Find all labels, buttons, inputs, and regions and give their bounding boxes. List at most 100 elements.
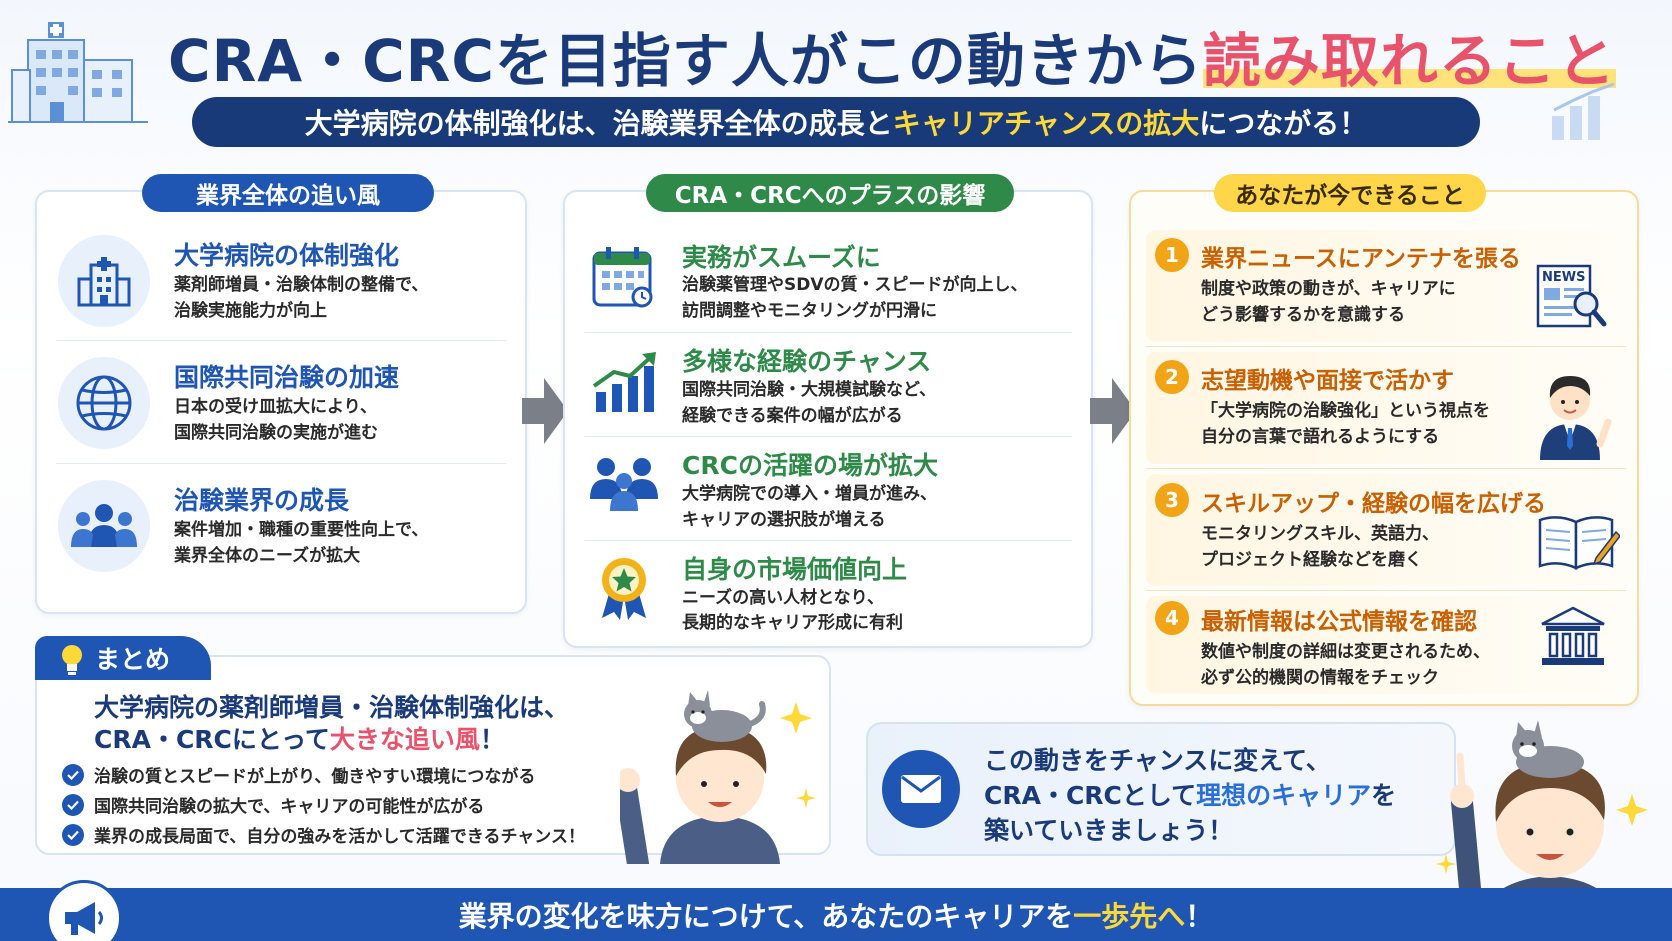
check-icon bbox=[62, 793, 84, 816]
col3-item-title: 業界ニュースにアンテナを張る bbox=[1201, 246, 1521, 272]
title-main: CRA・CRCを目指す人がこの動きから bbox=[168, 27, 1203, 95]
summary-check-item: 治験の質とスピードが上がり、働きやすい環境につながる bbox=[62, 762, 535, 787]
col1-item-text: 治験実施能力が向上 bbox=[174, 301, 327, 321]
check-icon bbox=[62, 823, 84, 846]
cta-line-3: 築いていきましょう！ bbox=[984, 816, 1234, 845]
hospital-icon bbox=[77, 257, 131, 307]
summary-check-text: 業界の成長局面で、自分の強みを活かして活躍できるチャンス！ bbox=[94, 827, 585, 847]
action-heading: あなたが今できること bbox=[1214, 174, 1486, 212]
mail-icon-circle bbox=[882, 750, 960, 828]
summary-check-item: 国際共同治験の拡大で、キャリアの可能性が広がる bbox=[62, 792, 484, 817]
calendar-icon bbox=[592, 247, 653, 308]
divider bbox=[1146, 468, 1626, 469]
page-title: CRA・CRCを目指す人がこの動きから読み取れること bbox=[168, 14, 1616, 98]
award-badge-icon bbox=[602, 558, 646, 620]
boy-with-cat-illustration bbox=[620, 690, 816, 864]
col3-item-text: 「大学病院の治験強化」という視点を bbox=[1201, 401, 1490, 421]
summary-line-2: CRA・CRCにとって大きな追い風！ bbox=[94, 720, 505, 756]
col3-item-text: モニタリングスキル、英語力、 bbox=[1201, 524, 1439, 544]
col2-item-title: 実務がスムーズに bbox=[682, 243, 881, 272]
megaphone-icon bbox=[65, 902, 103, 935]
col2-item-text: ニーズの高い人材となり、 bbox=[682, 588, 884, 608]
col3-item-text: 数値や制度の詳細は変更されるため、 bbox=[1201, 642, 1490, 662]
businessman-icon bbox=[1540, 376, 1612, 460]
megaphone-icon-circle bbox=[46, 880, 122, 941]
subtitle-text: 大学病院の体制強化は、治験業界全体の成長と bbox=[304, 107, 893, 140]
divider bbox=[56, 340, 506, 341]
col1-item-title: 大学病院の体制強化 bbox=[174, 241, 400, 270]
impact-heading: CRA・CRCへのプラスの影響 bbox=[646, 174, 1014, 212]
mail-icon bbox=[901, 775, 941, 803]
col3-item-title: スキルアップ・経験の幅を広げる bbox=[1201, 491, 1546, 517]
news-magnifier-icon: NEWS bbox=[1536, 264, 1608, 330]
title-highlight: 読み取れること bbox=[1202, 27, 1616, 95]
col1-item-text: 薬剤師増員・治験体制の整備で、 bbox=[174, 275, 429, 295]
cta-box bbox=[866, 722, 1456, 856]
summary-line-2-text: CRA・CRCにとって bbox=[94, 725, 330, 754]
divider bbox=[584, 332, 1072, 333]
col1-icon-3 bbox=[58, 480, 150, 572]
divider bbox=[56, 463, 506, 464]
col1-icon-2 bbox=[58, 357, 150, 449]
col3-item-title: 最新情報は公式情報を確認 bbox=[1201, 609, 1477, 635]
cta-line-2-tail: を bbox=[1371, 781, 1397, 810]
col2-item-title: 自身の市場価値向上 bbox=[682, 555, 908, 584]
book-pen-icon bbox=[1538, 516, 1620, 570]
col2-item-title: CRCの活躍の場が拡大 bbox=[682, 451, 938, 480]
globe-icon bbox=[76, 375, 132, 431]
news-label: NEWS bbox=[1542, 270, 1586, 285]
step-row-4 bbox=[1146, 596, 1626, 694]
hospital-illustration-icon bbox=[8, 18, 148, 126]
footer-text: 業界の変化を味方につけて、あなたのキャリアを bbox=[458, 899, 1074, 933]
subtitle-banner: 大学病院の体制強化は、治験業界全体の成長とキャリアチャンスの拡大につながる！ bbox=[192, 97, 1480, 147]
check-icon bbox=[62, 763, 84, 786]
step-number: 1 bbox=[1155, 238, 1189, 272]
summary-line-2-tail: ！ bbox=[479, 725, 505, 754]
chart-decoration-icon bbox=[1548, 82, 1628, 142]
lightbulb-icon bbox=[62, 645, 82, 675]
col2-item-text: 国際共同治験・大規模試験など、 bbox=[682, 380, 937, 400]
col2-item-text: 経験できる案件の幅が広がる bbox=[682, 406, 903, 426]
col1-icon-1 bbox=[58, 235, 150, 327]
summary-highlight: 大きな追い風 bbox=[329, 725, 480, 754]
col1-item-text: 案件増加・職種の重要性向上で、 bbox=[174, 520, 429, 540]
col2-item-text: キャリアの選択肢が増える bbox=[682, 510, 886, 530]
cta-line-2-text: CRA・CRCとして bbox=[984, 781, 1197, 810]
people-group-icon bbox=[71, 504, 137, 547]
team-icon bbox=[590, 458, 658, 511]
col2-item-title: 多様な経験のチャンス bbox=[682, 347, 932, 376]
summary-line-1: 大学病院の薬剤師増員・治験体制強化は、 bbox=[94, 693, 570, 722]
tailwind-heading: 業界全体の追い風 bbox=[142, 174, 434, 212]
col2-item-text: 治験薬管理やSDVの質・スピードが向上し、 bbox=[682, 275, 1028, 295]
col2-item-text: 訪問調整やモニタリングが円滑に bbox=[682, 301, 937, 321]
col3-item-text: 自分の言葉で語れるようにする bbox=[1201, 427, 1440, 447]
summary-check-text: 国際共同治験の拡大で、キャリアの可能性が広がる bbox=[94, 797, 485, 817]
divider bbox=[1146, 346, 1626, 347]
summary-check-item: 業界の成長局面で、自分の強みを活かして活躍できるチャンス！ bbox=[62, 822, 585, 847]
step-number: 4 bbox=[1155, 601, 1189, 635]
col3-item-text: 必ず公的機関の情報をチェック bbox=[1201, 668, 1439, 688]
divider bbox=[1146, 590, 1626, 591]
subtitle-tail: につながる！ bbox=[1199, 107, 1368, 140]
cta-line-2: CRA・CRCとして理想のキャリアを bbox=[984, 776, 1396, 812]
cta-highlight: 理想のキャリア bbox=[1196, 781, 1372, 810]
arrow-right-icon bbox=[1090, 378, 1136, 444]
cta-line-1: この動きをチャンスに変えて、 bbox=[984, 746, 1331, 775]
subtitle-highlight: キャリアチャンスの拡大 bbox=[892, 107, 1200, 140]
divider bbox=[584, 436, 1072, 437]
summary-check-text: 治験の質とスピードが上がり、働きやすい環境につながる bbox=[94, 767, 536, 787]
col3-item-text: どう影響するかを意識する bbox=[1201, 305, 1405, 325]
summary-tab-label: まとめ bbox=[95, 645, 171, 674]
col1-item-text: 国際共同治験の実施が進む bbox=[174, 423, 378, 443]
col1-item-title: 治験業界の成長 bbox=[174, 486, 350, 515]
col1-item-title: 国際共同治験の加速 bbox=[174, 363, 400, 392]
col2-item-text: 長期的なキャリア形成に有利 bbox=[682, 613, 903, 633]
col2-item-text: 大学病院での導入・増員が進み、 bbox=[682, 484, 937, 504]
col3-item-title: 志望動機や面接で活かす bbox=[1201, 368, 1454, 394]
col3-item-text: プロジェクト経験などを磨く bbox=[1201, 550, 1422, 570]
arrow-right-icon bbox=[522, 378, 568, 444]
col1-item-text: 日本の受け皿拡大により、 bbox=[174, 397, 377, 417]
institution-icon bbox=[1541, 606, 1605, 665]
footer-tail: ！ bbox=[1185, 899, 1214, 933]
col3-item-text: 制度や政策の動きが、キャリアに bbox=[1201, 279, 1456, 299]
